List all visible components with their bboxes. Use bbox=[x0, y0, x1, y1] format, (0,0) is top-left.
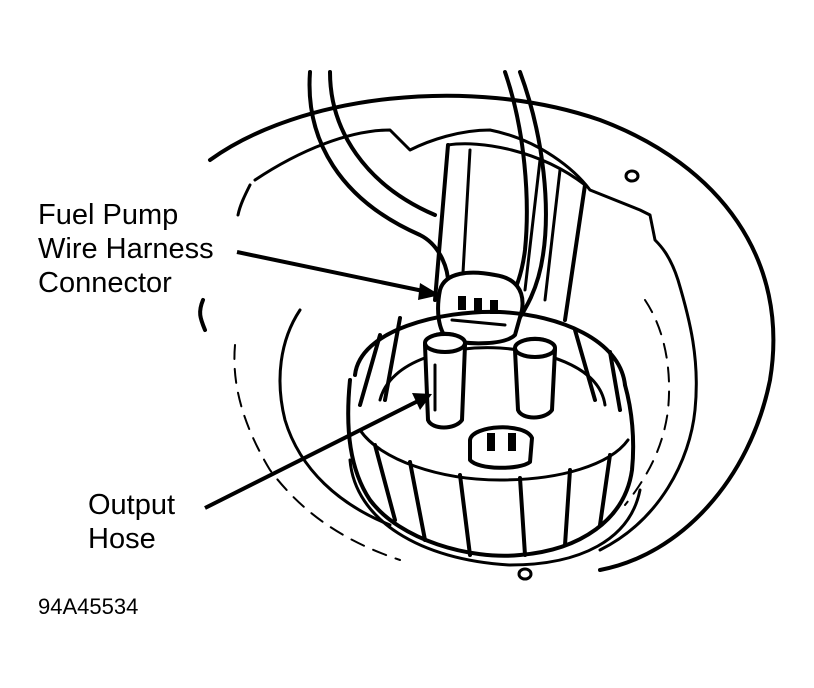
pump-cap-band bbox=[358, 428, 630, 482]
wire-loop-inner bbox=[328, 70, 437, 217]
label-line: Wire Harness bbox=[38, 233, 214, 265]
label-line: Hose bbox=[88, 523, 156, 555]
pump-column-top bbox=[446, 142, 587, 187]
figure-id: 94A45534 bbox=[38, 594, 139, 619]
return-nipple bbox=[513, 336, 557, 420]
label-line: Output bbox=[88, 489, 176, 521]
output-hose-nipple bbox=[423, 331, 467, 430]
pump-column-left bbox=[433, 143, 450, 302]
output-hose-leader-arrow bbox=[204, 393, 432, 510]
tank-inner-edge bbox=[253, 128, 698, 552]
tank-opening-left-edge bbox=[198, 298, 207, 332]
pump-column-right bbox=[563, 183, 587, 322]
pump-cap-skirt bbox=[348, 458, 642, 567]
mounting-stud-top bbox=[624, 169, 640, 183]
output-hose-label: Output Hose bbox=[88, 488, 175, 556]
fuel-line-right-b bbox=[513, 70, 548, 327]
pump-electrical-terminal bbox=[468, 425, 534, 470]
label-line: Connector bbox=[38, 267, 172, 299]
label-line: Fuel Pump bbox=[38, 199, 179, 231]
wire-loop-outer bbox=[307, 70, 451, 292]
tank-opening-outer-rim bbox=[208, 93, 776, 572]
harness-connector bbox=[436, 270, 525, 346]
tank-inner-left bbox=[236, 183, 252, 217]
tank-floor-dashes bbox=[233, 344, 401, 561]
tank-floor-dashes-right bbox=[624, 299, 671, 506]
pump-cap-ribs bbox=[358, 316, 622, 557]
connector-leader-arrow bbox=[236, 250, 440, 300]
pump-column-ribs bbox=[460, 148, 562, 302]
fuel-pump-connector-label: Fuel Pump Wire Harness Connector bbox=[38, 198, 214, 300]
pump-cap-lower-rim bbox=[346, 378, 636, 558]
tank-floor-inner-curve bbox=[278, 308, 392, 527]
mounting-stud-bottom bbox=[517, 567, 533, 581]
